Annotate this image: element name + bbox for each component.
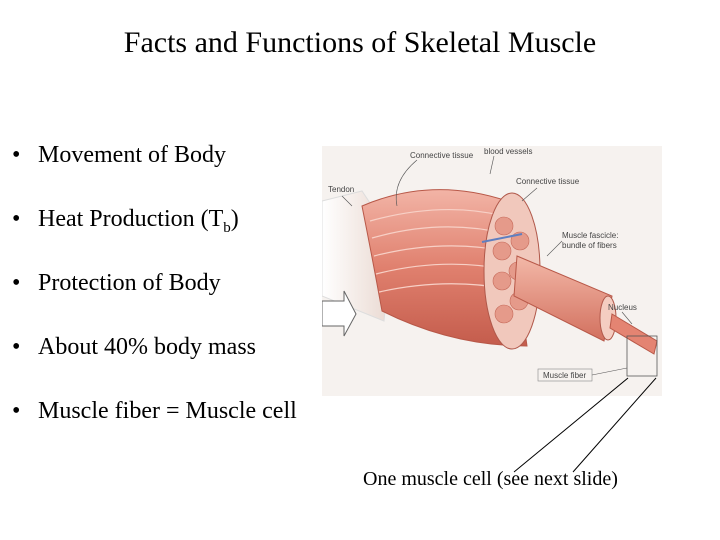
fascicle-cross-sections <box>492 216 530 324</box>
bullet-text: Heat Production (T <box>38 206 224 232</box>
label-tendon: Tendon <box>328 185 354 194</box>
single-muscle-fiber <box>609 313 658 355</box>
label-nucleus: Nucleus <box>608 303 637 312</box>
bullet-item: • Protection of Body <box>12 270 221 297</box>
figure-caption: One muscle cell (see next slide) <box>363 468 618 490</box>
bullet-subscript: b <box>223 219 231 236</box>
label-leader-lines <box>341 155 633 376</box>
slide-title: Facts and Functions of Skeletal Muscle <box>123 26 597 59</box>
bullet-glyph: • <box>12 270 21 296</box>
muscle-anatomy-illustration: Connective tissue blood vessels Tendon C… <box>322 146 662 396</box>
bullet-item: • Movement of Body <box>12 142 226 169</box>
bullet-item: • About 40% body mass <box>12 334 256 361</box>
bullet-text-suffix: ) <box>230 206 239 232</box>
bullet-glyph: • <box>12 334 21 360</box>
fiber-highlight-box <box>626 335 658 377</box>
arrow-icon <box>322 290 357 337</box>
bullet-item: • Heat Production (Tb) <box>12 206 239 237</box>
label-muscle-fascicle: Muscle fascicle: <box>562 231 618 240</box>
bullet-item: • Muscle fiber = Muscle cell <box>12 398 297 425</box>
label-muscle-fiber: Muscle fiber <box>543 371 586 380</box>
bullet-text: Protection of Body <box>38 270 221 296</box>
fascicle-bundle <box>513 255 613 342</box>
muscle-belly <box>361 189 528 347</box>
label-connective-tissue-mid: Connective tissue <box>516 177 580 186</box>
bullet-text: Movement of Body <box>38 142 226 168</box>
bullet-glyph: • <box>12 206 21 232</box>
label-connective-tissue-top: Connective tissue <box>410 151 474 160</box>
bullet-glyph: • <box>12 142 21 168</box>
bullet-glyph: • <box>12 398 21 424</box>
label-blood-vessels: blood vessels <box>484 147 532 156</box>
bullet-text: About 40% body mass <box>38 334 256 360</box>
label-bundle-of-fibers: bundle of fibers <box>562 241 617 250</box>
blood-vessel <box>481 233 523 243</box>
bullet-text: Muscle fiber = Muscle cell <box>38 398 297 424</box>
